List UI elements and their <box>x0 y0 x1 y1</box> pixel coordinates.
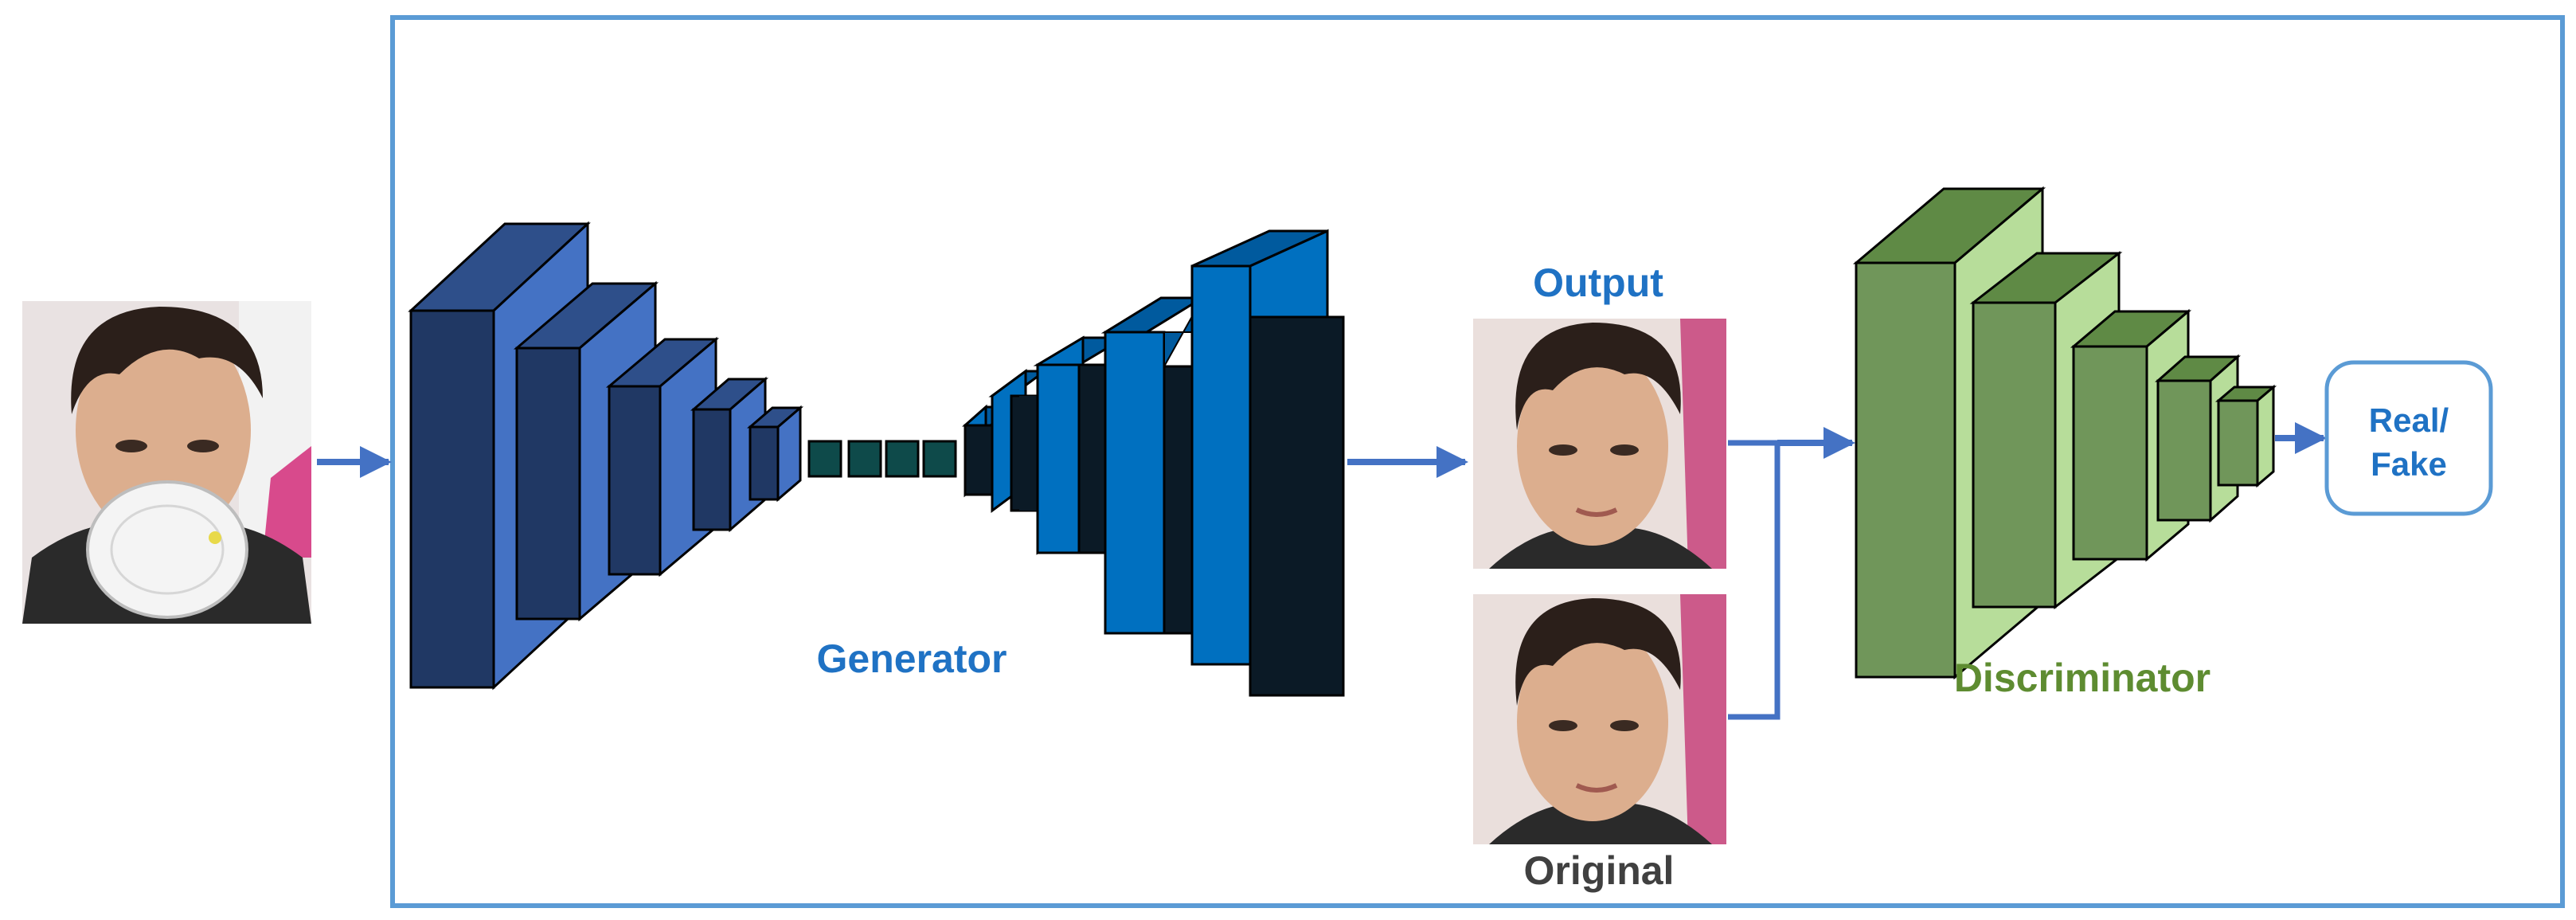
result-label-real: Real/ <box>2369 401 2449 439</box>
generator-bottleneck <box>807 440 957 478</box>
output-face-photo <box>1473 319 1726 569</box>
result-label-fake: Fake <box>2371 445 2447 483</box>
generator-decoder <box>962 229 1345 697</box>
decoder-block-5 <box>1190 229 1345 697</box>
model-frame <box>390 15 2565 908</box>
generator-label: Generator <box>817 636 1007 681</box>
discriminator <box>1852 186 2277 680</box>
output-label: Output <box>1533 260 1663 305</box>
discriminator-label: Discriminator <box>1954 656 2211 700</box>
encoder-block-3 <box>605 336 720 577</box>
original-face-photo <box>1473 594 1726 844</box>
original-label: Original <box>1524 848 1675 893</box>
generator-encoder <box>408 221 804 691</box>
encoder-block-5 <box>746 405 804 503</box>
discriminator-block-5 <box>2214 384 2277 488</box>
real-fake-output-box: Real/ Fake <box>2324 360 2493 516</box>
input-masked-face-photo <box>22 301 311 624</box>
connector-to-discriminator <box>1728 427 1855 720</box>
